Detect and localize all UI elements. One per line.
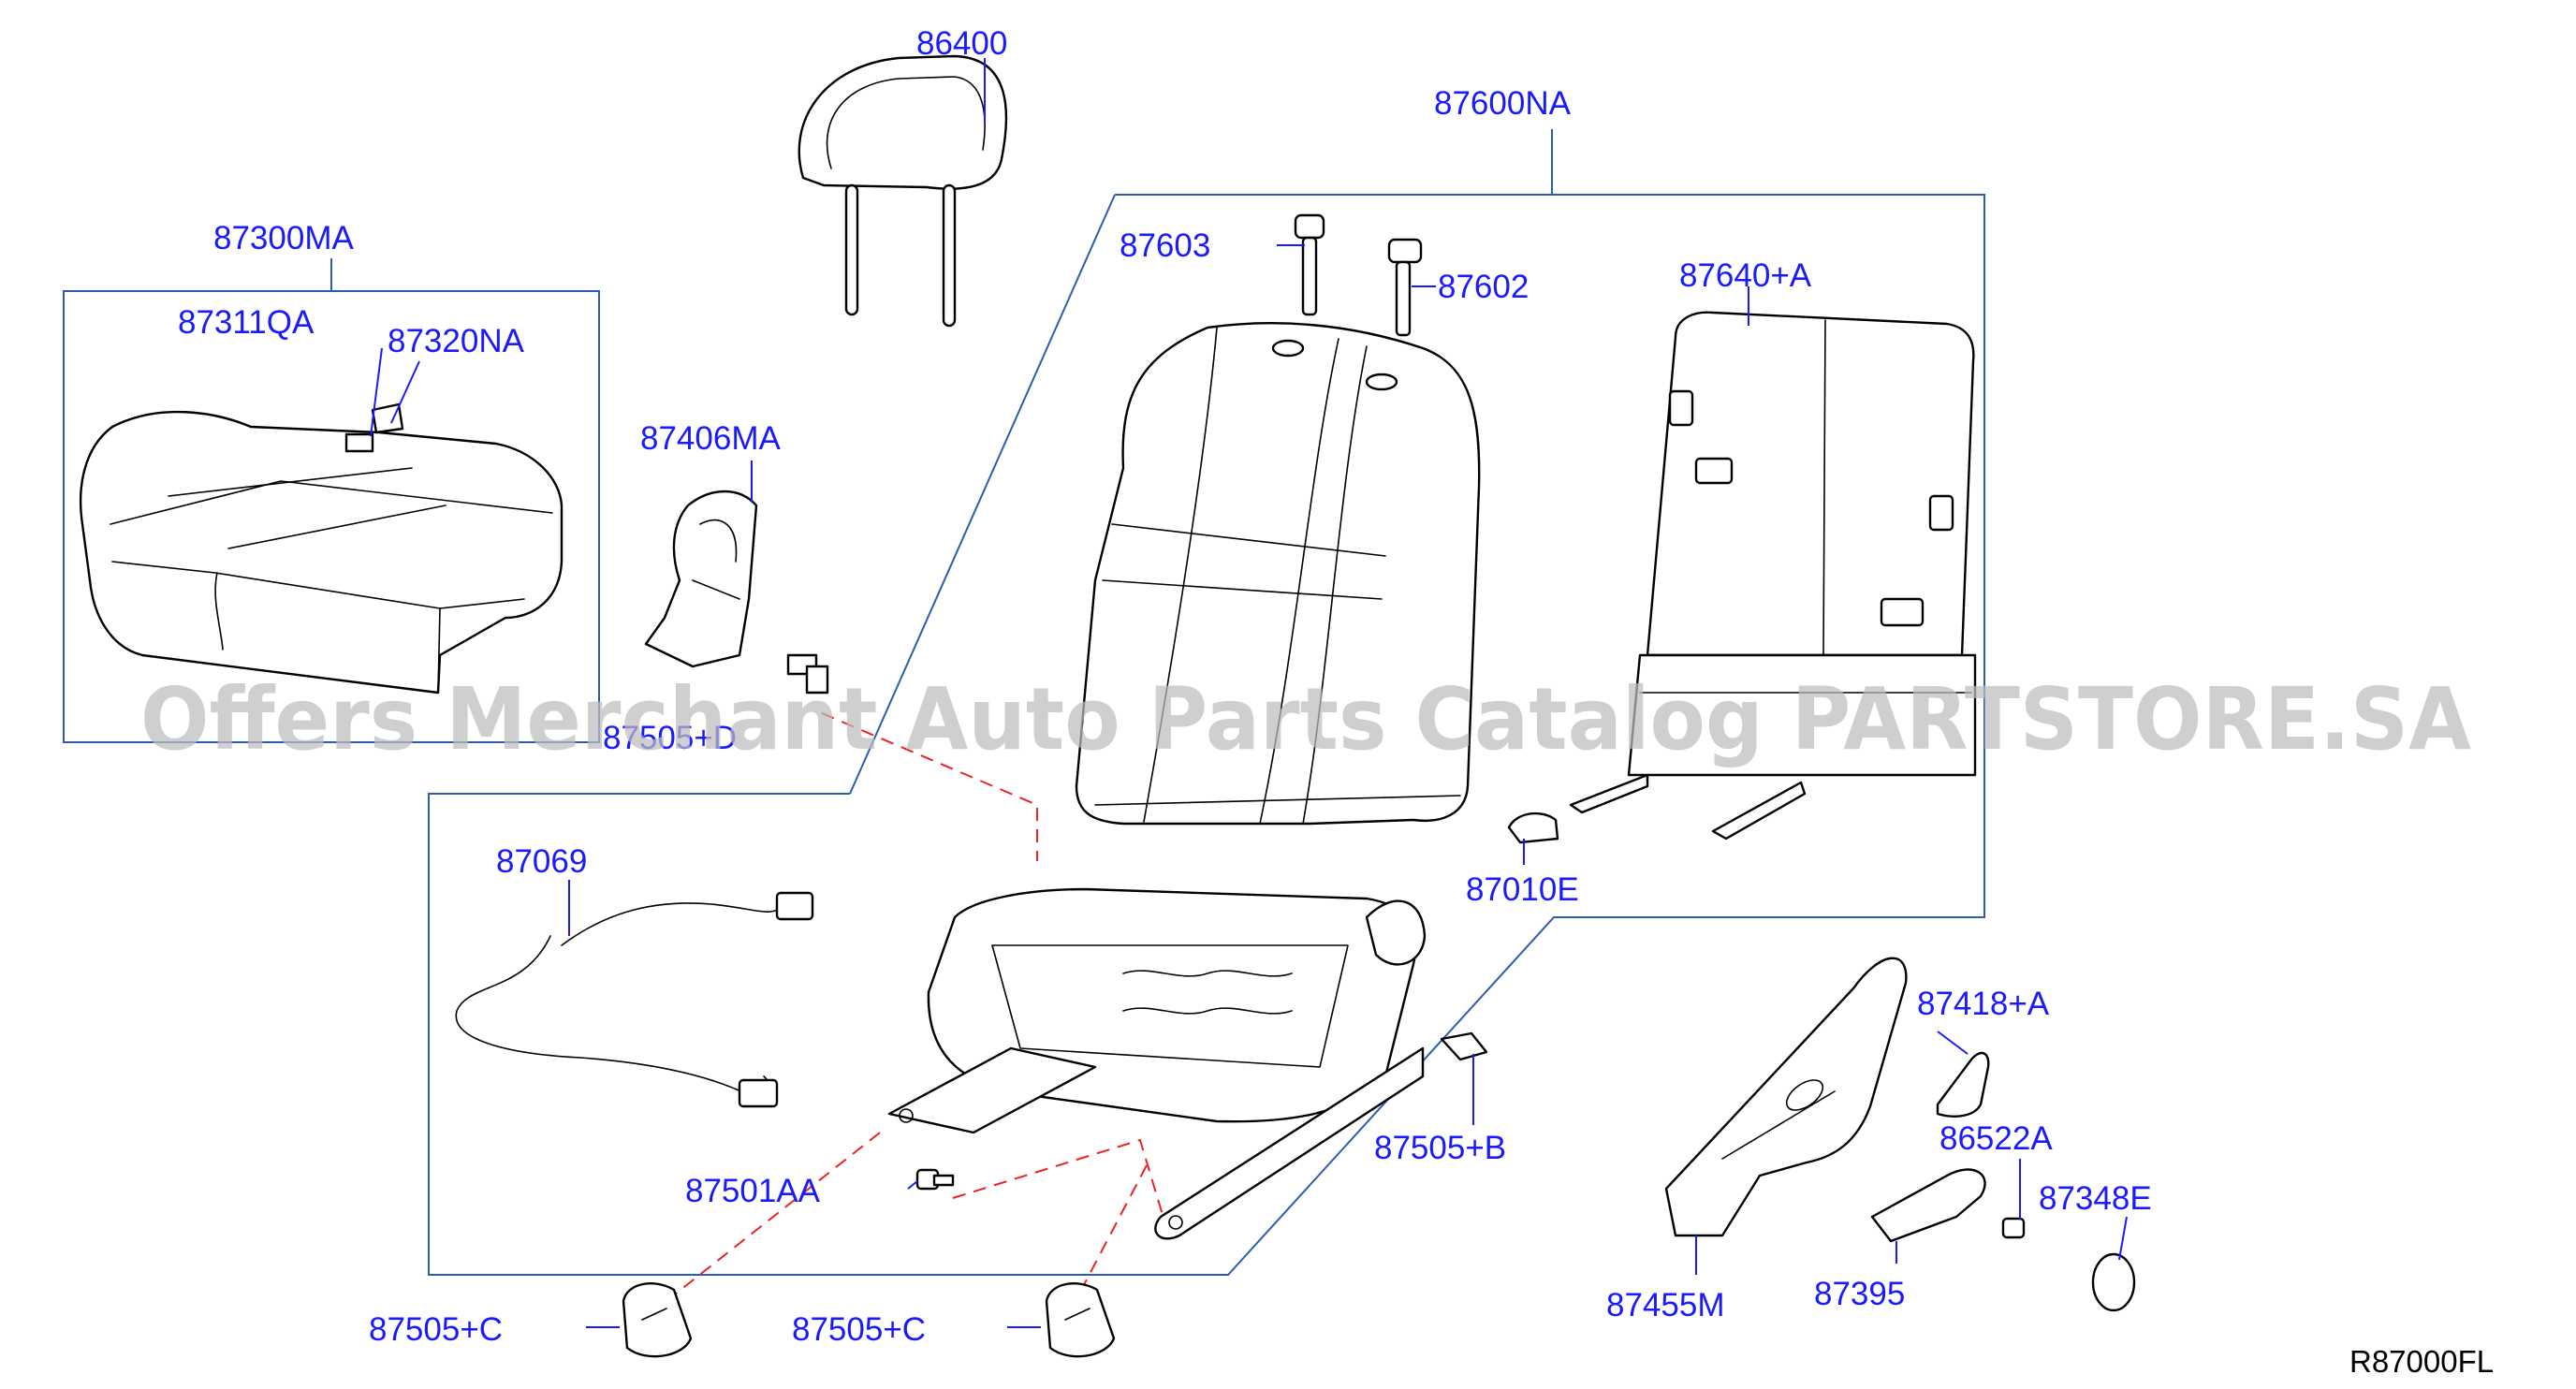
headrest-guide-parts	[1294, 213, 1423, 337]
seat-cushion-part	[79, 402, 564, 694]
screw-part	[2001, 1217, 2026, 1239]
label-87395[interactable]: 87395	[1814, 1276, 1905, 1312]
label-87311QA[interactable]: 87311QA	[178, 304, 315, 341]
label-87455M[interactable]: 87455M	[1606, 1287, 1724, 1323]
label-87505C-right[interactable]: 87505+C	[792, 1311, 926, 1348]
side-finisher-part	[1664, 957, 1908, 1237]
label-87348E[interactable]: 87348E	[2039, 1180, 2152, 1217]
leader-lines	[370, 58, 2128, 1328]
headrest-part	[798, 54, 1008, 328]
foot-cover-left-part	[622, 1282, 693, 1358]
lever-part	[1870, 1168, 1986, 1243]
seat-back-assembly	[887, 322, 1481, 1240]
label-87603[interactable]: 87603	[1120, 227, 1210, 264]
label-87505D[interactable]: 87505+D	[603, 720, 737, 756]
label-87505B[interactable]: 87505+B	[1374, 1130, 1506, 1166]
wire-harness-part	[455, 891, 814, 1108]
bolt-part	[915, 1168, 955, 1191]
part-labels: 86400 87600NA 87300MA 87311QA 87320NA 87…	[178, 25, 2152, 1348]
clip-b-part	[1440, 1031, 1488, 1061]
lever-cap-part	[1507, 811, 1559, 844]
drawing-code: R87000FL	[2349, 1344, 2494, 1379]
foot-cover-right-part	[1045, 1282, 1116, 1358]
seat-side-cover-part	[644, 490, 829, 694]
label-86400[interactable]: 86400	[916, 25, 1007, 62]
label-87320NA[interactable]: 87320NA	[388, 323, 525, 359]
label-87501AA[interactable]: 87501AA	[685, 1173, 821, 1209]
label-87069[interactable]: 87069	[496, 843, 587, 880]
knob-part	[1936, 1051, 1990, 1118]
label-87406MA[interactable]: 87406MA	[640, 420, 781, 457]
label-86522A[interactable]: 86522A	[1939, 1120, 2053, 1157]
label-87505C-left[interactable]: 87505+C	[369, 1311, 503, 1348]
watermark-text: Offers Merchant Auto Parts Catalog PARTS…	[140, 669, 2471, 769]
label-87418A[interactable]: 87418+A	[1917, 986, 2050, 1022]
dashed-guides	[666, 712, 1169, 1302]
label-87640A[interactable]: 87640+A	[1679, 257, 1812, 294]
cap-part	[2091, 1252, 2136, 1312]
label-87600NA[interactable]: 87600NA	[1434, 85, 1572, 122]
back-board-part	[1569, 311, 1977, 841]
label-87300MA[interactable]: 87300MA	[213, 220, 354, 256]
label-87602[interactable]: 87602	[1438, 269, 1529, 305]
label-87010E[interactable]: 87010E	[1466, 871, 1579, 908]
